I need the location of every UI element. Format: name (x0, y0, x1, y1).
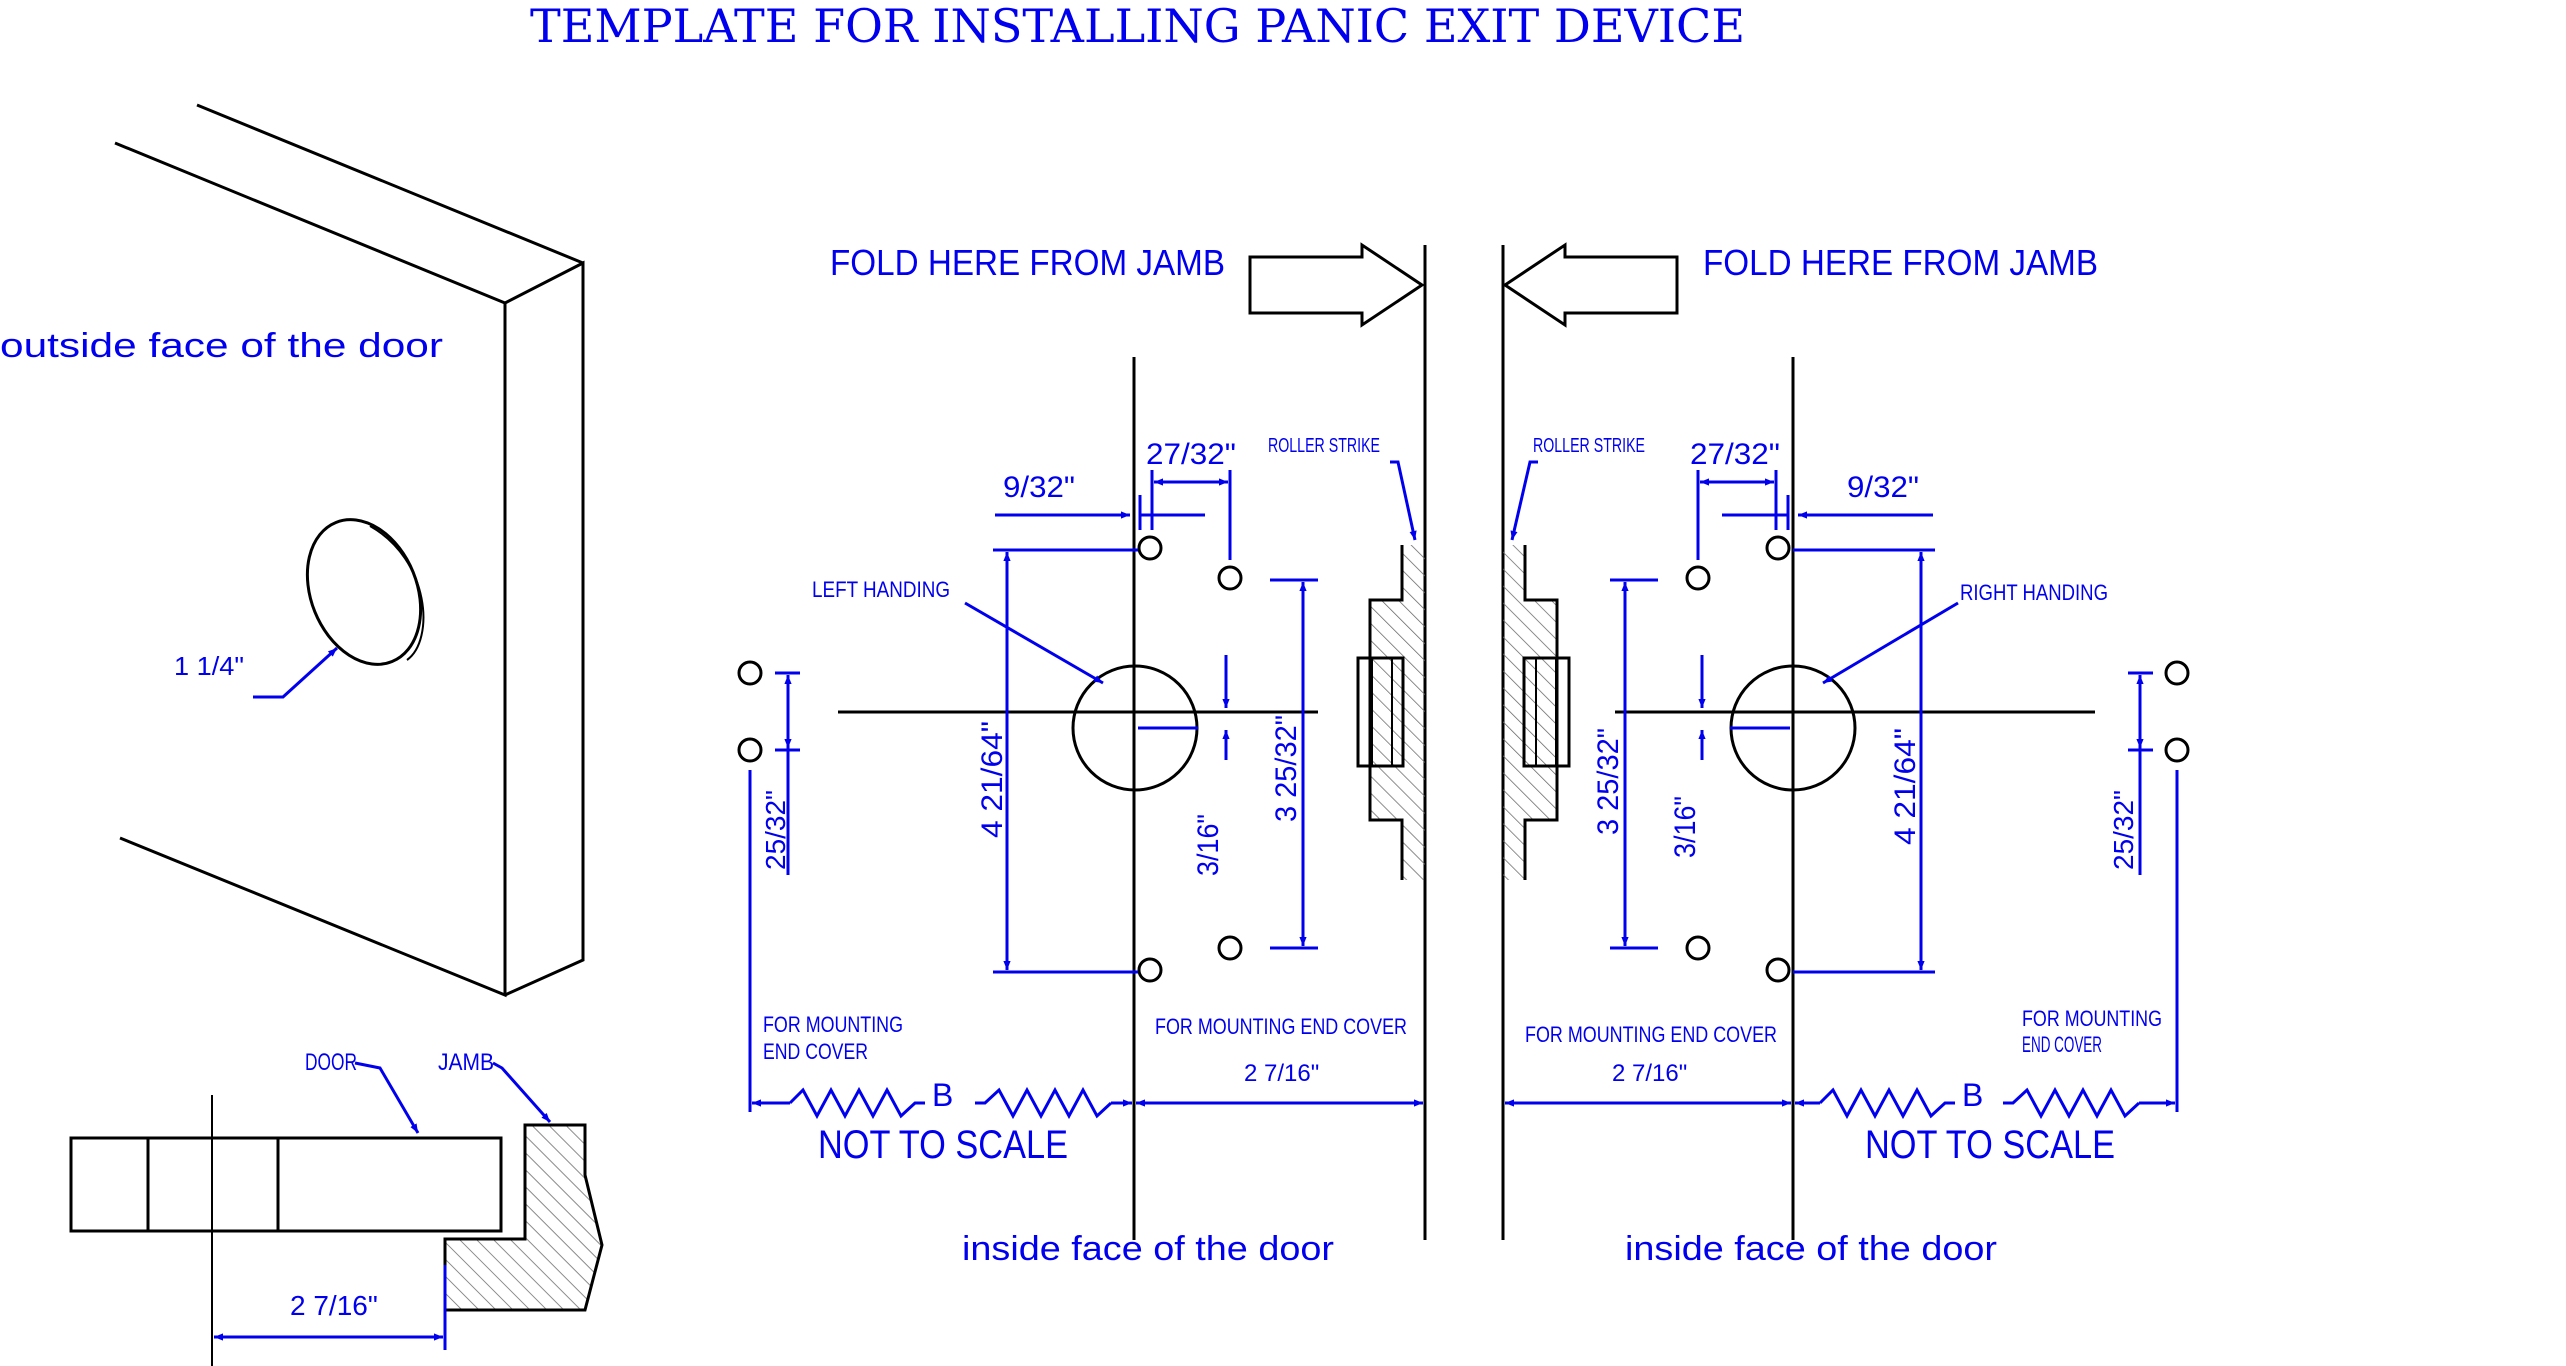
fold-arrow-right-icon (1248, 242, 1425, 328)
dim-3-16-right: 3/16" (1669, 796, 1702, 858)
mount-cover-right-2b: END COVER (2022, 1032, 2102, 1057)
dim-9-32-right: 9/32" (1847, 471, 1919, 504)
outside-face-label: outside face of the door (0, 327, 443, 365)
dim-27-32-right: 27/32" (1690, 438, 1780, 471)
inside-face-label-left: inside face of the door (962, 1230, 1334, 1268)
dim-3-25-32-left: 3 25/32" (1270, 715, 1303, 822)
dim-2-7-16-right: 2 7/16" (1612, 1060, 1687, 1087)
right-handing-label: RIGHT HANDING (1960, 580, 2108, 605)
dim-27-32-left: 27/32" (1146, 438, 1236, 471)
mount-cover-left-2: FOR MOUNTING END COVER (1155, 1014, 1407, 1039)
roller-strike-label-left: ROLLER STRIKE (1268, 435, 1380, 457)
left-template (737, 242, 1427, 1240)
left-handing-label: LEFT HANDING (812, 577, 950, 602)
bottom-dimension-label: 2 7/16" (290, 1290, 378, 1321)
b-label-right: B (1962, 1077, 1983, 1113)
not-to-scale-right: NOT TO SCALE (1865, 1123, 2115, 1167)
dim-3-16-left: 3/16" (1192, 814, 1225, 876)
right-template (1501, 242, 2190, 1240)
mount-cover-left-1a: FOR MOUNTING (763, 1012, 903, 1037)
inside-face-label-right: inside face of the door (1625, 1230, 1997, 1268)
mount-cover-right-1: FOR MOUNTING END COVER (1525, 1022, 1777, 1047)
door-jamb-section (69, 1061, 604, 1366)
dim-9-32-left: 9/32" (1003, 471, 1075, 504)
mount-cover-right-2a: FOR MOUNTING (2022, 1006, 2162, 1031)
hole-diameter-label: 1 1/4" (174, 651, 244, 681)
jamb-label: JAMB (438, 1049, 494, 1076)
mount-cover-left-1b: END COVER (763, 1039, 868, 1064)
roller-strike-label-right: ROLLER STRIKE (1533, 435, 1645, 457)
dim-3-25-32-right: 3 25/32" (1592, 728, 1625, 835)
dim-4-21-64-right: 4 21/64" (1889, 728, 1922, 845)
door-bore-hole (305, 518, 425, 666)
fold-label-right: FOLD HERE FROM JAMB (1703, 242, 2098, 283)
fold-label-left: FOLD HERE FROM JAMB (830, 242, 1225, 283)
door-label: DOOR (305, 1049, 357, 1076)
dim-2-7-16-left: 2 7/16" (1244, 1060, 1319, 1087)
not-to-scale-left: NOT TO SCALE (818, 1123, 1068, 1167)
dim-25-32-left: 25/32" (760, 790, 791, 870)
dim-4-21-64-left: 4 21/64" (976, 721, 1009, 838)
b-label-left: B (932, 1077, 953, 1113)
fold-arrow-left-icon (1502, 242, 1679, 328)
door-isometric-view (114, 103, 585, 998)
page-title: TEMPLATE FOR INSTALLING PANIC EXIT DEVIC… (530, 0, 1745, 53)
dim-25-32-right: 25/32" (2108, 790, 2139, 870)
